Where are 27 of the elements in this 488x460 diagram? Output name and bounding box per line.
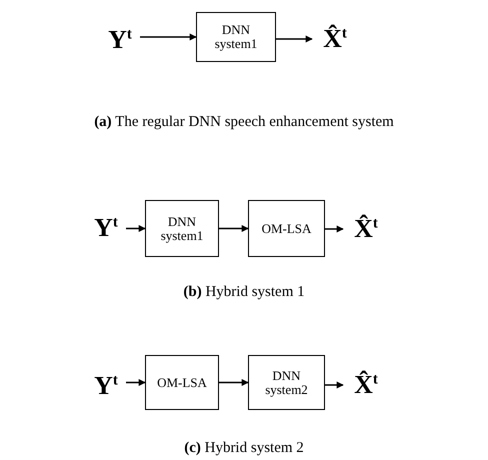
- figure-caption: (c) Hybrid system 2: [183, 440, 305, 457]
- arrow: [325, 382, 344, 388]
- process-box: [145, 355, 219, 410]
- signal-symbol: Y$^{t}$: [86, 206, 126, 250]
- signal-symbol: X̂$^{t}$: [343, 206, 389, 252]
- box-label: DNN system2: [264, 368, 309, 396]
- figure-caption: (b) Hybrid system 1: [182, 284, 306, 301]
- signal-symbol: Y$^{t}$: [100, 18, 140, 62]
- box-label: DNN system1: [214, 23, 258, 51]
- process-box: [248, 355, 325, 410]
- process-box: [248, 200, 325, 257]
- figure-caption: (a) The regular DNN speech enhancement system: [93, 114, 395, 131]
- box-label: OM-LSA: [157, 376, 207, 390]
- box-label: OM-LSA: [262, 222, 312, 236]
- arrow: [325, 226, 344, 232]
- arrow: [219, 225, 249, 232]
- arrow: [219, 379, 249, 386]
- arrow: [140, 34, 197, 40]
- signal-symbol: X̂$^{t}$: [312, 16, 358, 62]
- arrow: [126, 225, 146, 232]
- process-box: [196, 12, 276, 62]
- arrow: [126, 379, 146, 386]
- arrow: [276, 36, 313, 42]
- box-label: DNN system1: [160, 214, 204, 242]
- signal-symbol: X̂$^{t}$: [343, 362, 389, 408]
- process-box: [145, 200, 219, 257]
- signal-symbol: Y$^{t}$: [86, 364, 126, 408]
